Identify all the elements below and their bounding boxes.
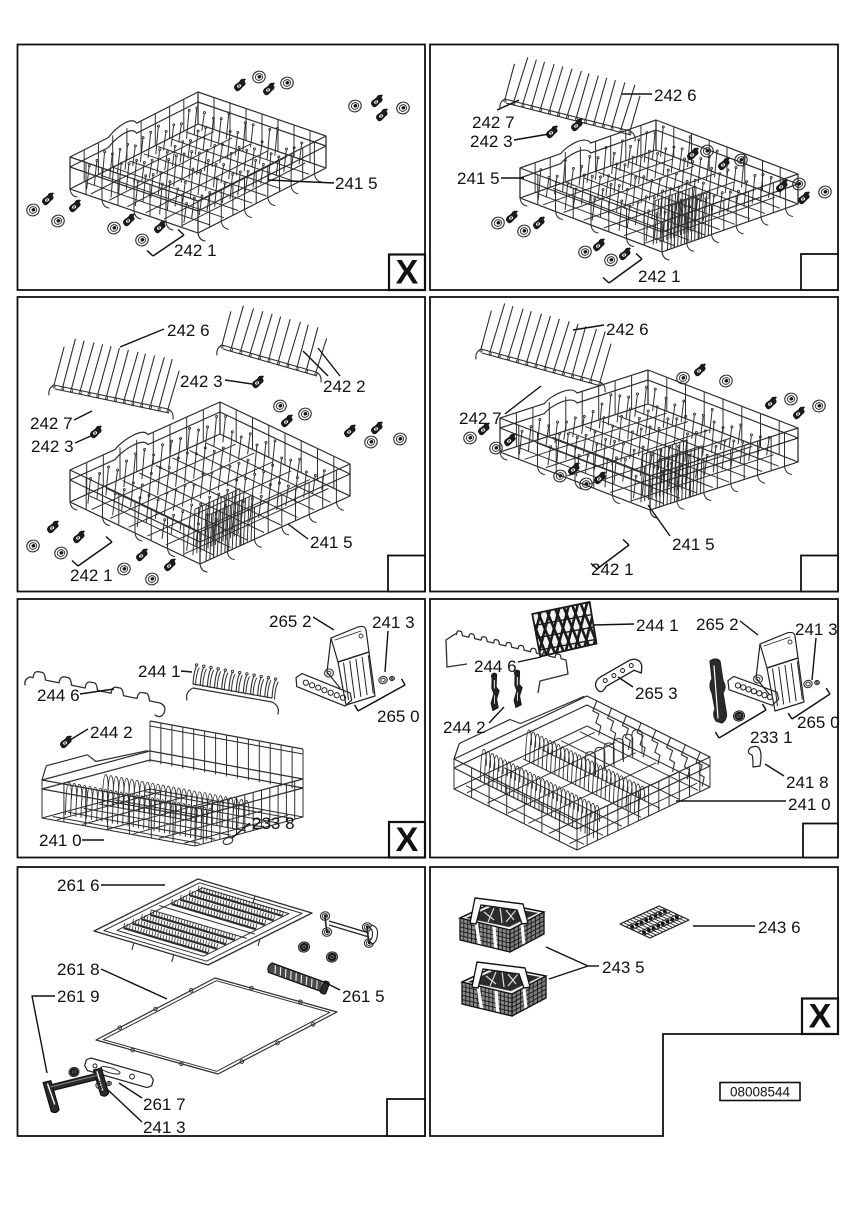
svg-text:241 5: 241 5 <box>310 533 353 552</box>
svg-text:242 6: 242 6 <box>654 86 697 105</box>
svg-text:233 8: 233 8 <box>252 814 295 833</box>
svg-text:X: X <box>809 998 832 1036</box>
svg-text:265 2: 265 2 <box>269 612 312 631</box>
svg-text:241 3: 241 3 <box>372 613 415 632</box>
svg-text:244 2: 244 2 <box>90 723 133 742</box>
svg-text:241 5: 241 5 <box>457 169 500 188</box>
svg-text:242 3: 242 3 <box>180 372 223 391</box>
svg-text:241 0: 241 0 <box>788 795 831 814</box>
svg-text:241 8: 241 8 <box>786 773 829 792</box>
svg-text:265 3: 265 3 <box>635 684 678 703</box>
svg-text:X: X <box>396 254 419 292</box>
svg-text:243 5: 243 5 <box>602 958 645 977</box>
svg-text:242 1: 242 1 <box>174 241 217 260</box>
svg-text:261 8: 261 8 <box>57 960 100 979</box>
svg-text:242 2: 242 2 <box>323 377 366 396</box>
svg-text:08008544: 08008544 <box>730 1085 791 1100</box>
svg-text:233 1: 233 1 <box>750 728 793 747</box>
svg-text:244 2: 244 2 <box>443 718 486 737</box>
svg-text:241 3: 241 3 <box>795 620 838 639</box>
svg-text:265 2: 265 2 <box>696 615 739 634</box>
svg-text:242 3: 242 3 <box>470 132 513 151</box>
svg-text:242 1: 242 1 <box>638 267 681 286</box>
svg-text:244 1: 244 1 <box>636 616 679 635</box>
svg-text:265 0: 265 0 <box>377 707 420 726</box>
svg-text:X: X <box>396 821 419 859</box>
svg-text:244 6: 244 6 <box>474 657 517 676</box>
svg-text:261 9: 261 9 <box>57 987 100 1006</box>
svg-text:244 1: 244 1 <box>138 662 181 681</box>
svg-text:242 7: 242 7 <box>30 414 73 433</box>
svg-text:242 1: 242 1 <box>591 560 634 579</box>
svg-text:242 3: 242 3 <box>31 437 74 456</box>
svg-text:243 6: 243 6 <box>758 918 801 937</box>
svg-text:242 1: 242 1 <box>70 566 113 585</box>
svg-text:265 0: 265 0 <box>797 713 840 732</box>
svg-text:242 7: 242 7 <box>459 409 502 428</box>
svg-text:241 3: 241 3 <box>143 1118 186 1137</box>
svg-text:261 6: 261 6 <box>57 876 100 895</box>
svg-text:261 7: 261 7 <box>143 1095 186 1114</box>
svg-text:261 5: 261 5 <box>342 987 385 1006</box>
svg-text:241 5: 241 5 <box>672 535 715 554</box>
svg-text:244 6: 244 6 <box>37 686 80 705</box>
svg-text:242 6: 242 6 <box>606 320 649 339</box>
svg-text:242 7: 242 7 <box>472 113 515 132</box>
svg-text:241 0: 241 0 <box>39 831 82 850</box>
svg-text:241 5: 241 5 <box>335 174 378 193</box>
svg-text:242 6: 242 6 <box>167 321 210 340</box>
